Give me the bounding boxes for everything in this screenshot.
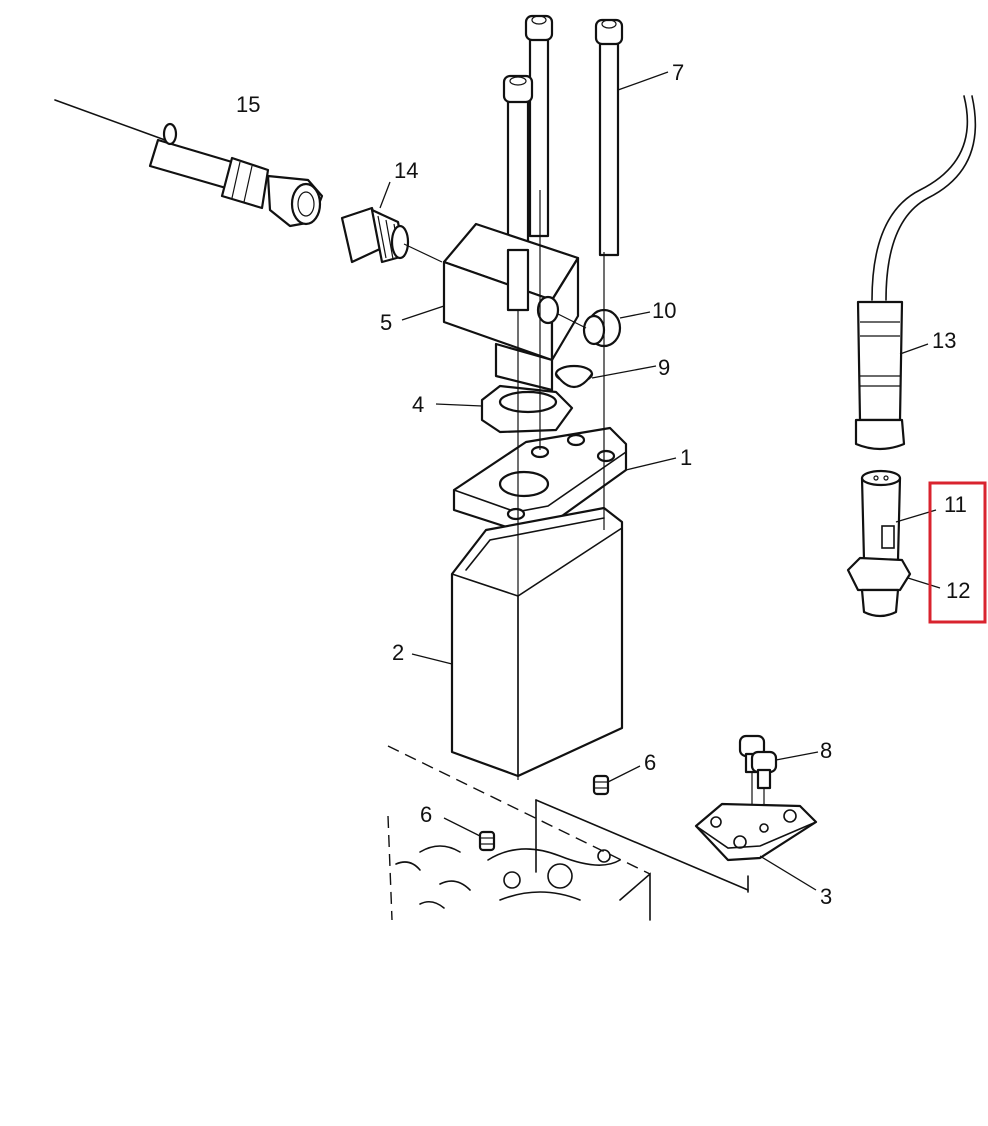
engine-block-outline xyxy=(387,745,749,921)
highlight-box xyxy=(928,481,987,624)
part-3-plate xyxy=(694,802,818,891)
part-13-connector xyxy=(854,95,977,451)
part-6-screw-b xyxy=(592,765,641,796)
part-5-block xyxy=(401,222,580,392)
callout-3: 3 xyxy=(820,884,832,909)
callout-12: 12 xyxy=(946,578,970,603)
callout-1: 1 xyxy=(680,445,692,470)
part-11-12-sensor xyxy=(846,469,941,618)
callout-6a: 6 xyxy=(420,802,432,827)
callout-14: 14 xyxy=(394,158,418,183)
callout-9: 9 xyxy=(658,355,670,380)
callout-2: 2 xyxy=(392,640,404,665)
callout-5: 5 xyxy=(380,310,392,335)
part-15-hose xyxy=(54,99,324,228)
callout-10: 10 xyxy=(652,298,676,323)
part-6-screw-a xyxy=(443,817,496,852)
callout-6b: 6 xyxy=(644,750,656,775)
callout-8: 8 xyxy=(820,738,832,763)
part-14-adapter xyxy=(340,181,443,264)
part-2-housing xyxy=(411,506,624,778)
part-7-bolts xyxy=(502,14,669,310)
callout-13: 13 xyxy=(932,328,956,353)
part-9-cap xyxy=(554,364,657,389)
callout-15: 15 xyxy=(236,92,260,117)
callout-4: 4 xyxy=(412,392,424,417)
part-4-nut xyxy=(435,384,574,434)
assembly-guide-lines xyxy=(517,190,605,780)
part-1-flange xyxy=(452,426,677,532)
callout-7: 7 xyxy=(672,60,684,85)
part-8-bolts xyxy=(738,734,819,830)
callout-11: 11 xyxy=(944,492,967,517)
callout-labels: 1 2 3 4 5 6 6 7 8 9 10 11 12 13 14 15 xyxy=(236,60,970,909)
